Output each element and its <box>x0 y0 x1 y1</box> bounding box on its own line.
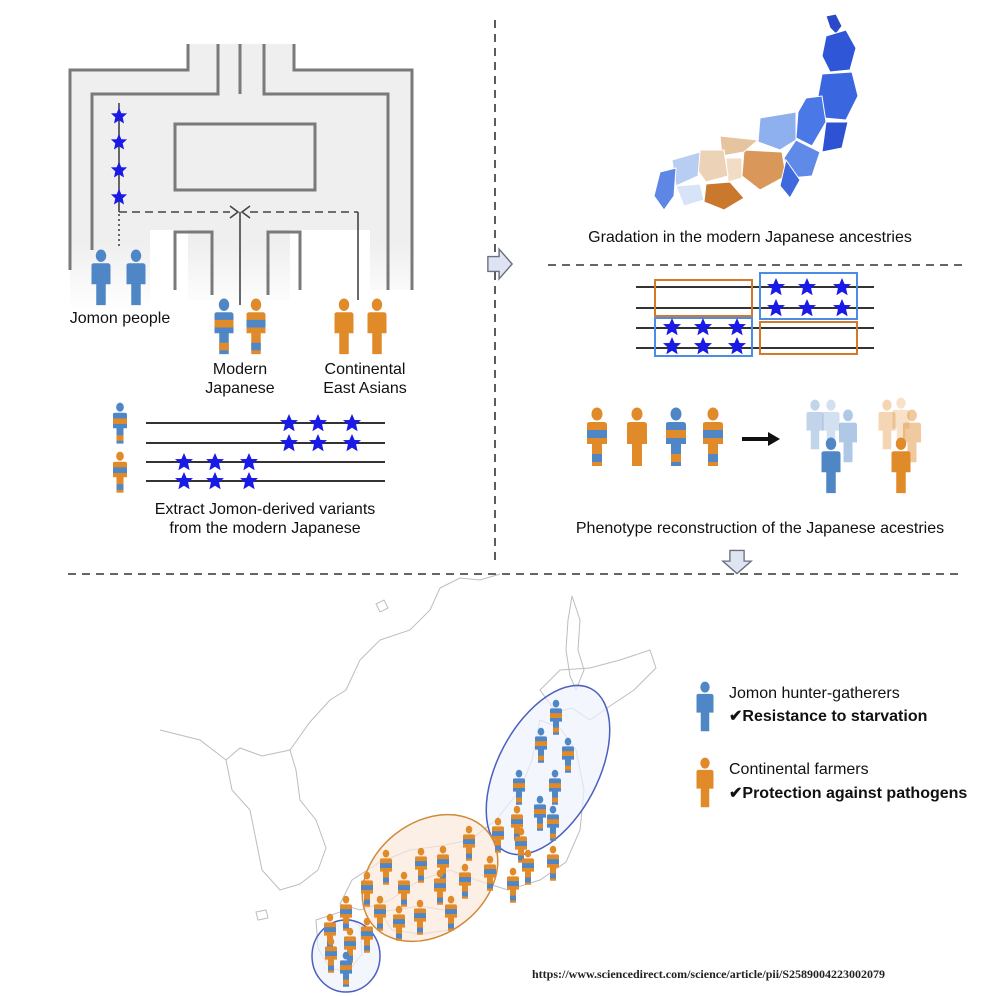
japanese-person-icon <box>703 407 723 466</box>
variant-stars-left <box>175 414 361 490</box>
map-people-icons <box>324 699 574 987</box>
reconstructed-jomon-icon <box>839 409 857 463</box>
modern-japanese-person-icon <box>113 451 127 493</box>
map-person-icon <box>380 849 392 885</box>
legend-continental-icon <box>696 757 714 808</box>
map-person-icon <box>534 795 546 831</box>
genealogy-tree <box>68 44 414 310</box>
ancestry-gradation-map <box>653 13 859 211</box>
jomon-person-icon <box>126 249 146 306</box>
continental-label-line2: East Asians <box>323 380 407 397</box>
jomon-person-icon <box>91 249 111 306</box>
dividers <box>68 20 962 575</box>
map-person-icon <box>535 727 547 763</box>
panel-c-caption: Phenotype reconstruction of the Japanese… <box>575 520 945 537</box>
map-person-icon <box>445 895 457 931</box>
japanese-person-icon <box>627 407 647 466</box>
map-person-icon <box>398 871 410 907</box>
island-small <box>375 599 389 613</box>
panel-a-caption-line2: from the modern Japanese <box>169 520 361 537</box>
map-person-icon <box>547 845 559 881</box>
map-person-icon <box>522 849 534 885</box>
map-person-icon <box>374 895 386 931</box>
map-person-icon <box>459 863 471 899</box>
map-person-icon <box>361 871 373 907</box>
map-person-icon <box>434 869 446 905</box>
map-person-icon <box>361 917 373 953</box>
legend-jomon-title: Jomon hunter-gatherers <box>729 685 900 702</box>
modern-label-line1: Modern <box>212 361 268 378</box>
hokkaido-tip <box>825 13 843 35</box>
legend-continental-trait: ✔Protection against pathogens <box>729 784 967 804</box>
map-person-icon <box>547 805 559 841</box>
map-person-icon <box>340 895 352 931</box>
legend-jomon-trait-text: Resistance to starvation <box>742 708 928 725</box>
sakhalin-outline <box>565 595 585 692</box>
continental-person-icon <box>367 298 387 355</box>
tree-shape <box>70 44 412 310</box>
jomon-people-label: Jomon people <box>69 310 171 327</box>
map-person-icon <box>492 817 504 853</box>
reconstructed-jomon-icon <box>821 437 841 494</box>
map-person-icon <box>507 867 519 903</box>
modern-japanese-person-icon <box>113 402 127 444</box>
reconstruction-arrow <box>742 432 780 446</box>
panel-b-caption: Gradation in the modern Japanese ancestr… <box>588 229 912 246</box>
panel-a-caption-line1: Extract Jomon-derived variants <box>154 501 376 518</box>
continental-label-line1: Continental <box>324 361 406 378</box>
haplotype-diagram <box>636 272 874 357</box>
korea-outline <box>225 749 327 891</box>
mainland-coast <box>159 573 501 761</box>
map-person-icon <box>484 855 496 891</box>
map-person-icon <box>562 737 574 773</box>
reconstructed-continental-icon <box>878 399 896 450</box>
map-person-icon <box>550 699 562 735</box>
legend-jomon-trait: ✔Resistance to starvation <box>729 707 927 727</box>
map-person-icon <box>463 825 475 861</box>
map-person-icon <box>414 899 426 935</box>
variant-lines-left <box>146 422 385 482</box>
down-arrow <box>722 549 752 575</box>
legend-continental-title: Continental farmers <box>729 761 869 778</box>
check-mark-icon: ✔ <box>729 708 743 725</box>
modern-label-line2: Japanese <box>205 380 275 397</box>
map-person-icon <box>515 827 527 863</box>
check-mark-icon: ✔ <box>729 785 743 802</box>
continental-block-top <box>654 279 753 317</box>
legend-continental-trait-text: Protection against pathogens <box>742 785 968 802</box>
right-arrow <box>487 248 513 280</box>
map-person-icon <box>325 937 337 973</box>
source-url[interactable]: https://www.sciencedirect.com/science/ar… <box>532 967 886 981</box>
island-small-2 <box>255 909 269 921</box>
legend-jomon-icon <box>696 681 714 732</box>
reconstructed-jomon-icon <box>822 399 840 450</box>
reconstructed-continental-icon <box>891 437 911 494</box>
region-ellipses <box>311 684 611 993</box>
jomon-block-top <box>759 272 858 320</box>
reconstructed-jomon-icon <box>806 399 824 450</box>
japanese-person-icon <box>587 407 607 466</box>
map-person-icon <box>393 905 405 941</box>
reconstructed-continental-icon <box>892 397 910 448</box>
japanese-person-icon <box>666 407 686 466</box>
map-person-icon <box>549 769 561 805</box>
continental-person-icon <box>334 298 354 355</box>
modern-japanese-person-icon <box>246 298 266 355</box>
continental-block-bottom <box>759 321 858 355</box>
map-person-icon <box>513 769 525 805</box>
people-icons <box>91 249 921 808</box>
jomon-block-bottom <box>654 317 753 357</box>
map-person-icon <box>340 951 352 987</box>
modern-japanese-person-icon <box>214 298 234 355</box>
map-person-icon <box>415 847 427 883</box>
map-person-icon <box>511 805 523 841</box>
